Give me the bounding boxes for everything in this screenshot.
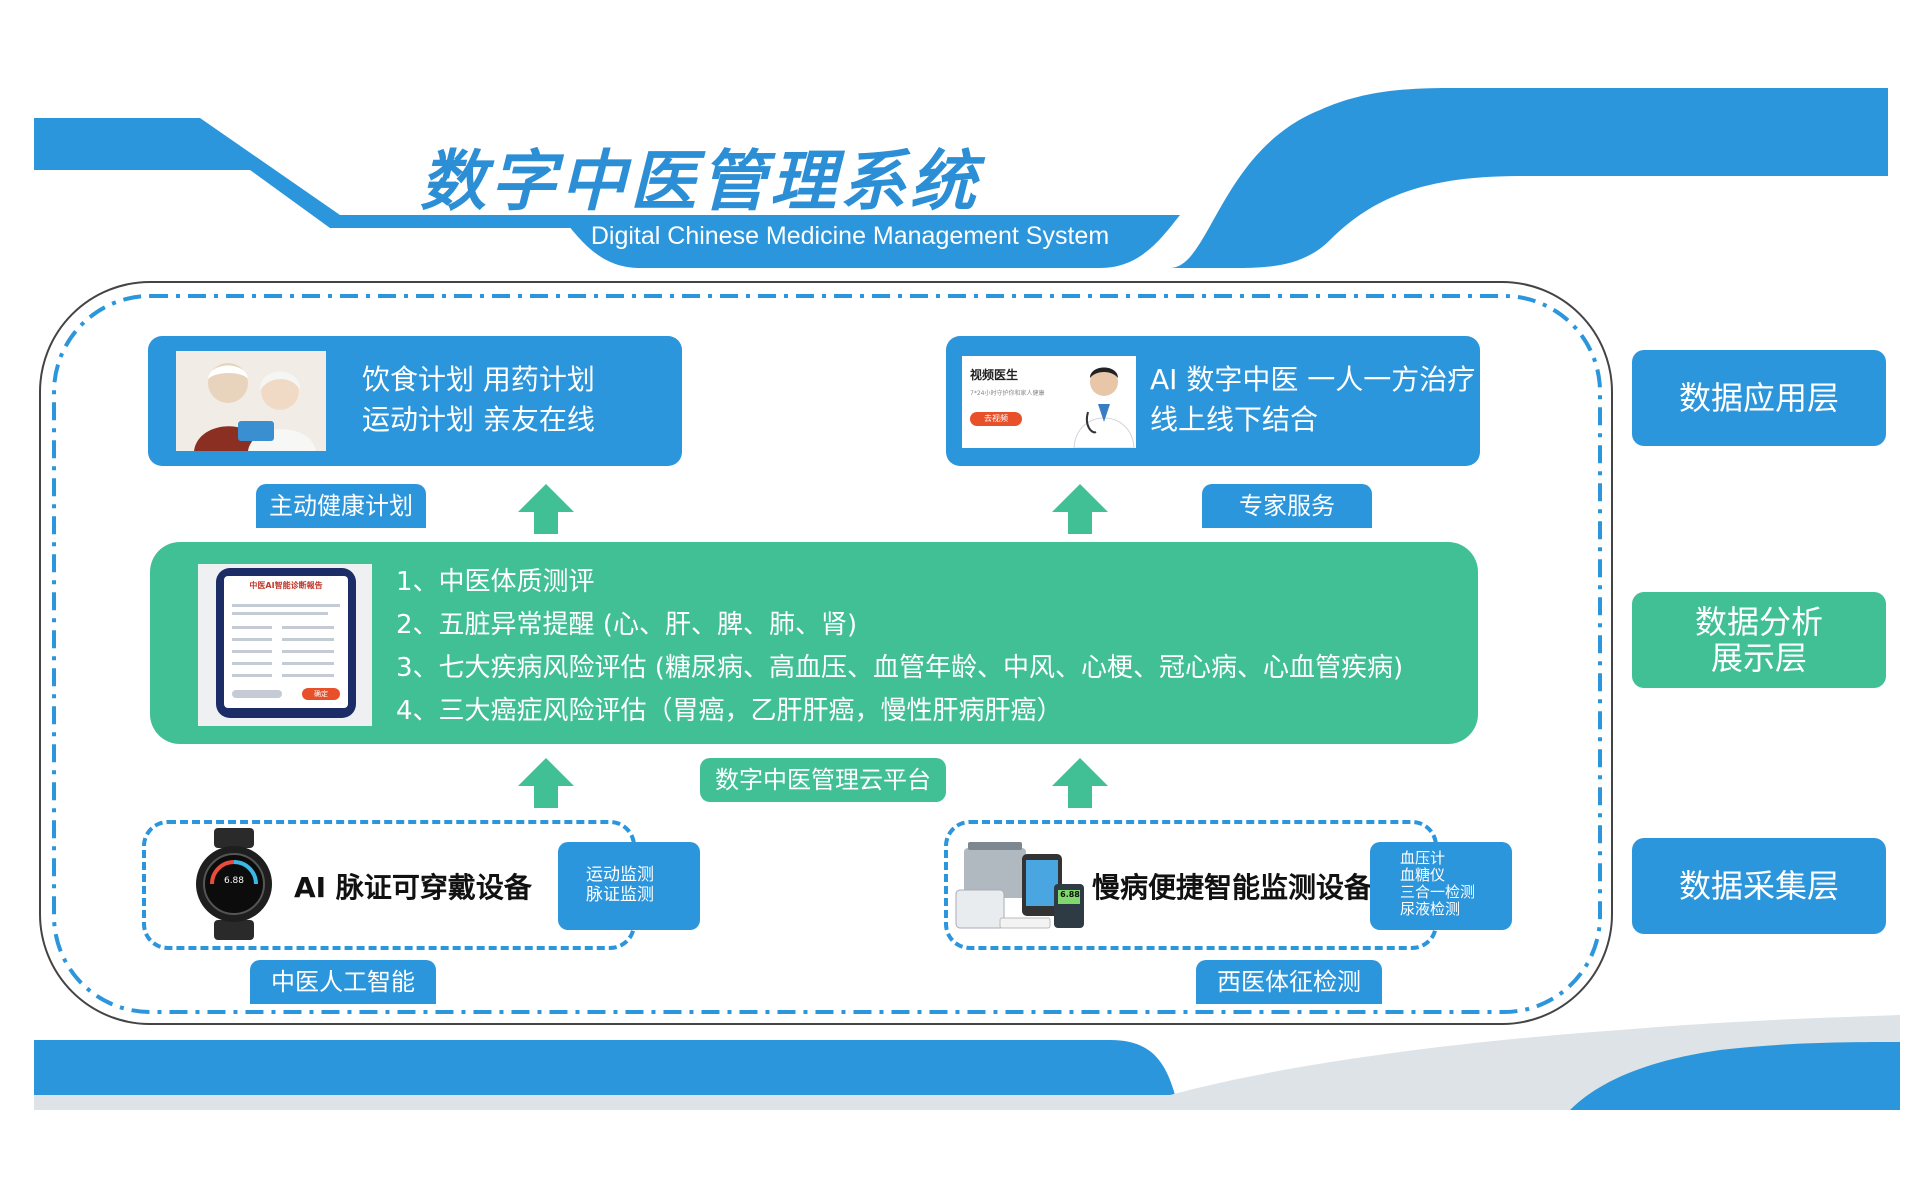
tag-blood-pressure: 血压计 [1400, 849, 1446, 867]
chronic-device-title: 慢病便捷智能监测设备 [1092, 871, 1373, 904]
tag-motion-monitor: 运动监测 [586, 865, 654, 885]
tag-urine-test: 尿液检测 [1400, 900, 1461, 918]
arrow-up-icon [1052, 484, 1108, 534]
western-vitals-label: 西医体征检测 [1196, 960, 1382, 1004]
page-title: 数字中医管理系统 [420, 143, 980, 220]
layer-collection-label: 数据采集层 [1678, 867, 1839, 905]
video-call-button[interactable]: 去视频 [970, 412, 1022, 426]
analysis-item-3: 3、七大疾病风险评估 (糖尿病、高血压、血管年龄、中风、心梗、冠心病、心血管疾病… [396, 653, 1404, 683]
video-doctor-title: 视频医生 [970, 368, 1019, 382]
meter-reading: 6.88 [1060, 890, 1080, 899]
wearable-device-tags: 运动监测 脉证监测 [558, 842, 700, 930]
cloud-platform-label: 数字中医管理云平台 [700, 758, 946, 802]
doctor-figure [1073, 367, 1135, 448]
layer-analysis-button[interactable]: 数据分析 展示层 [1632, 592, 1886, 688]
health-plan-line1: 饮食计划 用药计划 [362, 363, 595, 396]
analysis-item-2: 2、五脏异常提醒 (心、肝、脾、肺、肾) [396, 610, 858, 640]
layer-analysis-label-2: 展示层 [1710, 639, 1807, 677]
tag-pulse-monitor: 脉证监测 [586, 885, 654, 905]
arrow-up-icon [518, 758, 574, 808]
layer-application-button[interactable]: 数据应用层 [1632, 350, 1886, 446]
tablet-report-image: 中医AI智能诊断報告 确定 [198, 564, 372, 726]
health-plan-box: 饮食计划 用药计划 运动计划 亲友在线 [148, 336, 682, 466]
analysis-item-4: 4、三大癌症风险评估（胃癌，乙肝肝癌，慢性肝病肝癌） [396, 696, 1063, 726]
wearable-device-title: AI 脉证可穿戴设备 [294, 871, 532, 904]
smartwatch-image [196, 828, 272, 940]
tag-three-in-one: 三合一检测 [1400, 883, 1476, 901]
tablet-confirm-button[interactable]: 确定 [302, 688, 340, 700]
expert-service-box: 视频医生 7*24小时守护你和家人健康 去视频 AI 数字中医 一人一方治疗 线… [946, 336, 1480, 466]
expert-service-label: 专家服务 [1202, 484, 1372, 528]
chronic-device-tags: 血压计 血糖仪 三合一检测 尿液检测 [1370, 842, 1512, 930]
expert-line1: AI 数字中医 一人一方治疗 [1150, 363, 1476, 396]
elderly-couple-photo [176, 351, 326, 451]
layer-analysis-label-1: 数据分析 [1694, 603, 1823, 641]
page-subtitle: Digital Chinese Medicine Management Syst… [590, 222, 1110, 250]
tablet-report-title: 中医AI智能诊断報告 [249, 581, 323, 590]
health-plan-label: 主动健康计划 [256, 484, 426, 528]
watch-reading: 6.88 [223, 876, 245, 886]
monitoring-devices-image [955, 842, 1084, 929]
analysis-item-1: 1、中医体质测评 [396, 567, 595, 597]
analysis-box: 中医AI智能诊断報告 确定 1、中医体质测评 2、五脏异常提醒 (心、肝、脾、肺… [150, 542, 1478, 744]
video-doctor-subtitle: 7*24小时守护你和家人健康 [970, 390, 1045, 397]
arrow-up-icon [518, 484, 574, 534]
health-plan-line2: 运动计划 亲友在线 [362, 403, 595, 436]
layer-application-label: 数据应用层 [1678, 379, 1839, 417]
video-doctor-screen: 视频医生 7*24小时守护你和家人健康 去视频 [962, 356, 1136, 448]
layer-collection-button[interactable]: 数据采集层 [1632, 838, 1886, 934]
expert-line2: 线上线下结合 [1150, 403, 1319, 436]
tag-glucose: 血糖仪 [1400, 866, 1446, 884]
arrow-up-icon [1052, 758, 1108, 808]
tcm-ai-label: 中医人工智能 [250, 960, 436, 1004]
